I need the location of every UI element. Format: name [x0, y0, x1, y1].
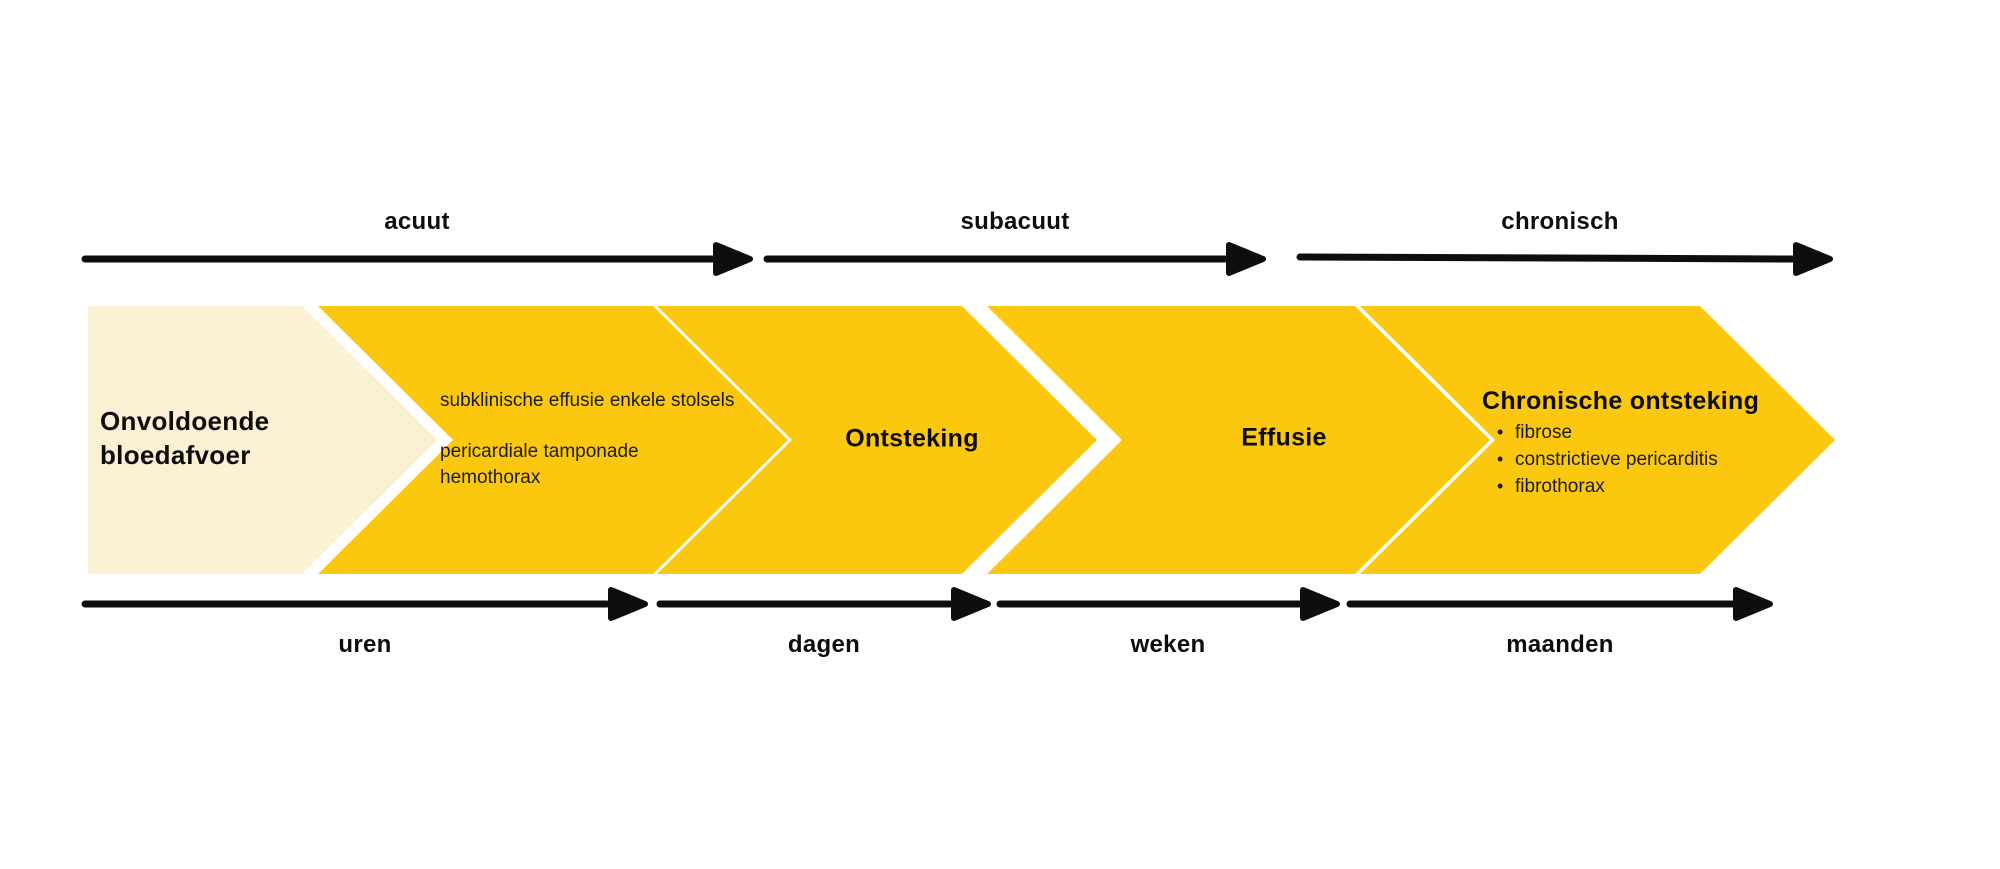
- weken-arrowhead-icon: [1300, 587, 1340, 621]
- bottom-timeline-arrows: [81, 587, 1773, 621]
- maanden-arrowhead-icon: [1733, 587, 1773, 621]
- duration-label-weken: weken: [1130, 631, 1206, 658]
- chevron-4-title-effusie: Effusie: [1241, 423, 1327, 452]
- duration-label-uren: uren: [338, 631, 392, 658]
- subacuut-arrowhead-icon: [1226, 242, 1266, 276]
- chevron-acute-fase-shape: [318, 306, 788, 574]
- chevron-onvoldoende-bloedafvoer-shape: [88, 306, 437, 574]
- acuut-arrowhead-icon: [713, 242, 753, 276]
- phase-label-subacuut: subacuut: [960, 208, 1070, 235]
- chevron-2-line-subklinische-effusie: subklinische effusie enkele stolsels: [440, 390, 735, 411]
- chevron-effusie-shape: [987, 306, 1490, 574]
- dagen-arrowhead-icon: [951, 587, 991, 621]
- chevron-1-title-line-1: Onvoldoende: [100, 406, 270, 436]
- chevron-5-bullet-list: fibrose constrictieve pericarditis fibro…: [1497, 419, 1718, 500]
- phase-label-chronisch: chronisch: [1501, 208, 1619, 235]
- chevron-ontsteking-shape: [657, 306, 1097, 574]
- chronisch-arrow-line: [1296, 253, 1796, 263]
- duration-label-dagen: dagen: [787, 631, 861, 658]
- uren-arrowhead-icon: [608, 587, 648, 621]
- bullet-item-fibrose: fibrose: [1497, 419, 1718, 446]
- phase-label-acuut: acuut: [384, 208, 450, 235]
- chevron-1-title-line-2: bloedafvoer: [100, 440, 251, 470]
- chevron-shapes: [88, 306, 1835, 574]
- chevron-2-line-pericardiale-tamponade: pericardiale tamponade: [440, 441, 639, 462]
- chevron-5-title-chronische-ontsteking: Chronische ontsteking: [1482, 387, 1760, 415]
- chronisch-arrowhead-icon: [1793, 242, 1833, 276]
- top-timeline-arrows: [81, 242, 1833, 276]
- chevron-1-title: Onvoldoende bloedafvoer: [100, 404, 269, 472]
- duration-label-maanden: maanden: [1506, 631, 1614, 658]
- bullet-item-constrictieve-pericarditis: constrictieve pericarditis: [1497, 446, 1718, 473]
- bullet-item-fibrothorax: fibrothorax: [1497, 473, 1718, 500]
- chevron-3-title-ontsteking: Ontsteking: [845, 424, 979, 453]
- chevron-2-line-hemothorax: hemothorax: [440, 467, 541, 488]
